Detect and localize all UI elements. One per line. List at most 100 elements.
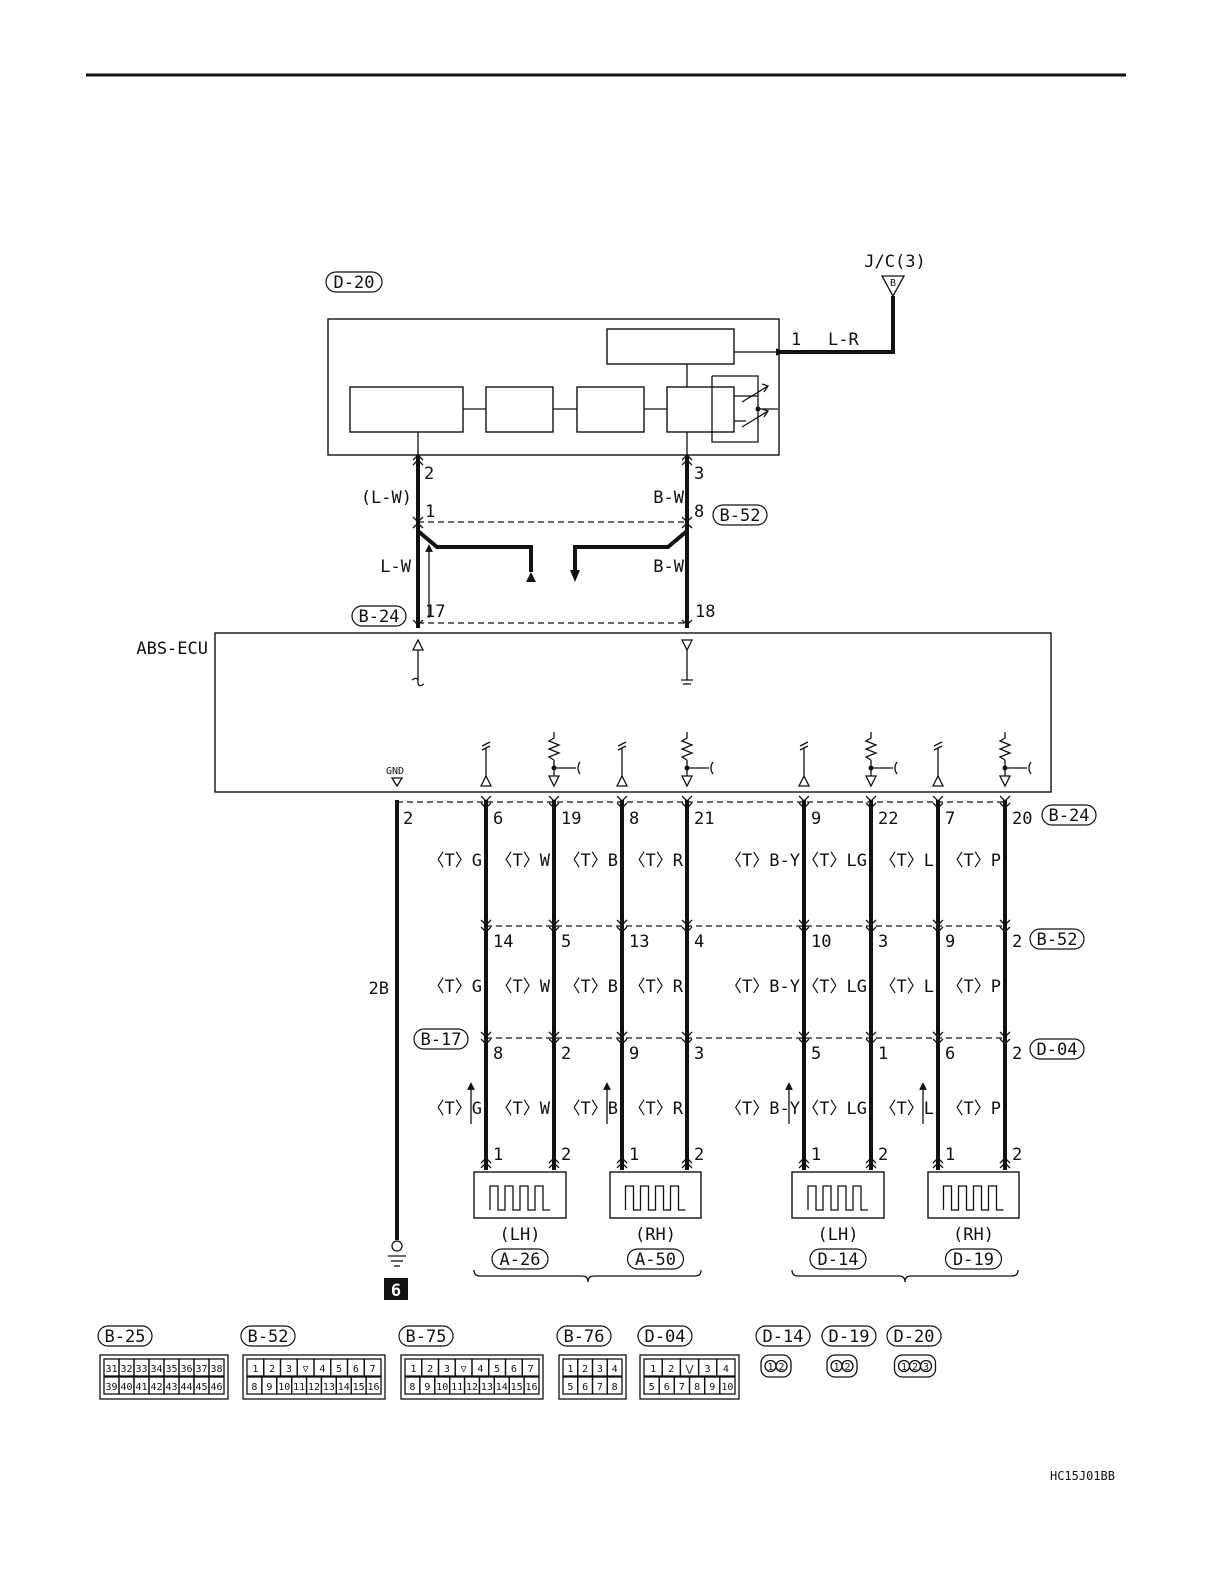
wire-color: 〈T〉P: [947, 977, 1001, 997]
jc-triangle-icon: [880, 275, 906, 298]
wire-color: 〈T〉W: [496, 977, 551, 997]
sensor-pin: 2: [561, 1145, 571, 1165]
legend-pin: 3: [444, 1364, 450, 1375]
svg-text:D-04: D-04: [1037, 1040, 1078, 1060]
logic-block-2: [485, 386, 554, 433]
legend-pin: 32: [120, 1364, 132, 1375]
legend-pin: 5: [336, 1364, 342, 1375]
b24-connector-tag: B-24: [1041, 804, 1097, 826]
legend-pin: 13: [323, 1382, 335, 1393]
ecu-pin: 7: [945, 809, 955, 829]
legend-pin: 45: [195, 1382, 207, 1393]
gnd-label: GND: [386, 766, 404, 777]
diagram-code: HC15J01BB: [1050, 1469, 1115, 1483]
legend-pin: 46: [210, 1382, 222, 1393]
wire-color: 〈T〉LG: [802, 851, 867, 871]
resistor-icon: [547, 732, 561, 761]
legend-pin: 15: [511, 1382, 523, 1393]
legend-pin: 7: [370, 1364, 376, 1375]
logic-block-4: [666, 386, 735, 433]
legend-pin: 2: [778, 1362, 784, 1373]
ecu-pin: 20: [1012, 809, 1032, 829]
pulse-waveform-icon: [807, 1185, 868, 1211]
legend-connector-name: D-20: [894, 1327, 935, 1347]
pulse-waveform-icon: [942, 1185, 1004, 1211]
legend-connector-name: D-04: [645, 1327, 686, 1347]
sensor-side: (RH): [953, 1225, 994, 1245]
wire-color: 〈T〉LG: [802, 977, 867, 997]
comm-left-upper-color: (L-W): [361, 488, 412, 508]
b24-pin-left: 17: [425, 602, 445, 622]
legend-pin: 10: [278, 1382, 290, 1393]
ground-point-badge: [384, 1278, 408, 1300]
legend-connector-name: B-52: [248, 1327, 289, 1347]
legend-pin: 35: [165, 1364, 177, 1375]
wheel-speed-sensors: (LH)A-26 (RH)A-50 (LH)D-14 (RH) D-19: [473, 1171, 1020, 1270]
mid-pin: 6: [945, 1044, 955, 1064]
b52-pin: 2: [1012, 932, 1022, 952]
legend-pin: 41: [135, 1382, 147, 1393]
wire-color: 〈T〉G: [428, 977, 482, 997]
d20-connector-tag: D-20: [325, 271, 383, 293]
legend-pin: ⋁: [684, 1364, 694, 1375]
wire-color: 〈T〉W: [496, 1099, 551, 1119]
legend-pin: 3: [923, 1362, 929, 1373]
legend-pin: 8: [409, 1382, 415, 1393]
legend-pin: 1: [901, 1362, 907, 1373]
ecu-pin: 21: [694, 809, 714, 829]
wheel-speed-sensor: (LH)A-26: [473, 1171, 567, 1270]
wire-color: 〈T〉B: [564, 1099, 618, 1119]
legend-pin: 2: [427, 1364, 433, 1375]
pin-in: 3: [694, 464, 704, 484]
ground-wire-label: 2B: [369, 979, 389, 999]
svg-text:B-52: B-52: [720, 506, 761, 526]
wire-color: 〈T〉B: [564, 977, 618, 997]
legend-pin: 9: [424, 1382, 430, 1393]
resistor-icon: [998, 732, 1012, 761]
legend-pin: 16: [368, 1382, 380, 1393]
wire-color: 〈T〉B-Y: [725, 851, 800, 871]
legend-pin: 9: [266, 1382, 272, 1393]
legend-pin: 7: [679, 1382, 685, 1393]
legend-pin: 14: [338, 1382, 350, 1393]
legend-pin: 36: [180, 1364, 192, 1375]
sensor-connector: A-26: [500, 1250, 541, 1270]
mid-pin: 5: [811, 1044, 821, 1064]
legend-pin: 8: [612, 1382, 618, 1393]
legend-pin: 7: [597, 1382, 603, 1393]
abs-ecu-label: ABS-ECU: [136, 639, 208, 659]
mid-pin: 2: [561, 1044, 571, 1064]
wire-color: 〈T〉LG: [802, 1099, 867, 1119]
ground-symbol-icon: [388, 1240, 406, 1267]
power-block: [606, 328, 735, 365]
legend-pin: 33: [135, 1364, 147, 1375]
sensor-connector: D-19: [953, 1250, 994, 1270]
legend-pin: 38: [210, 1364, 222, 1375]
mid-pin: 3: [694, 1044, 704, 1064]
d04-connector-tag: D-04: [1029, 1038, 1085, 1060]
legend-pin: 6: [664, 1382, 670, 1393]
b52-connector-tag-top: B-52: [712, 504, 768, 526]
legend-pin: 6: [353, 1364, 359, 1375]
wheel-speed-wires: 61481〈T〉G〈T〉G〈T〉G19522〈T〉W〈T〉W〈T〉W81391〈…: [428, 732, 1032, 1170]
ecu-pin: 8: [629, 809, 639, 829]
resistor-icon: [680, 732, 694, 761]
pin-out: 2: [424, 464, 434, 484]
b52-pin: 10: [811, 932, 831, 952]
wheel-speed-sensor: (LH)D-14: [791, 1171, 885, 1270]
legend-pin: 5: [567, 1382, 573, 1393]
legend-pin: 2: [844, 1362, 850, 1373]
legend-pin: 1: [767, 1362, 773, 1373]
legend-pin: ▽: [461, 1364, 467, 1375]
svg-text:B-17: B-17: [421, 1030, 462, 1050]
wire-color: 〈T〉G: [428, 1099, 482, 1119]
wheel-speed-sensor: (RH)A-50: [609, 1171, 702, 1270]
ecu-pin: 9: [811, 809, 821, 829]
